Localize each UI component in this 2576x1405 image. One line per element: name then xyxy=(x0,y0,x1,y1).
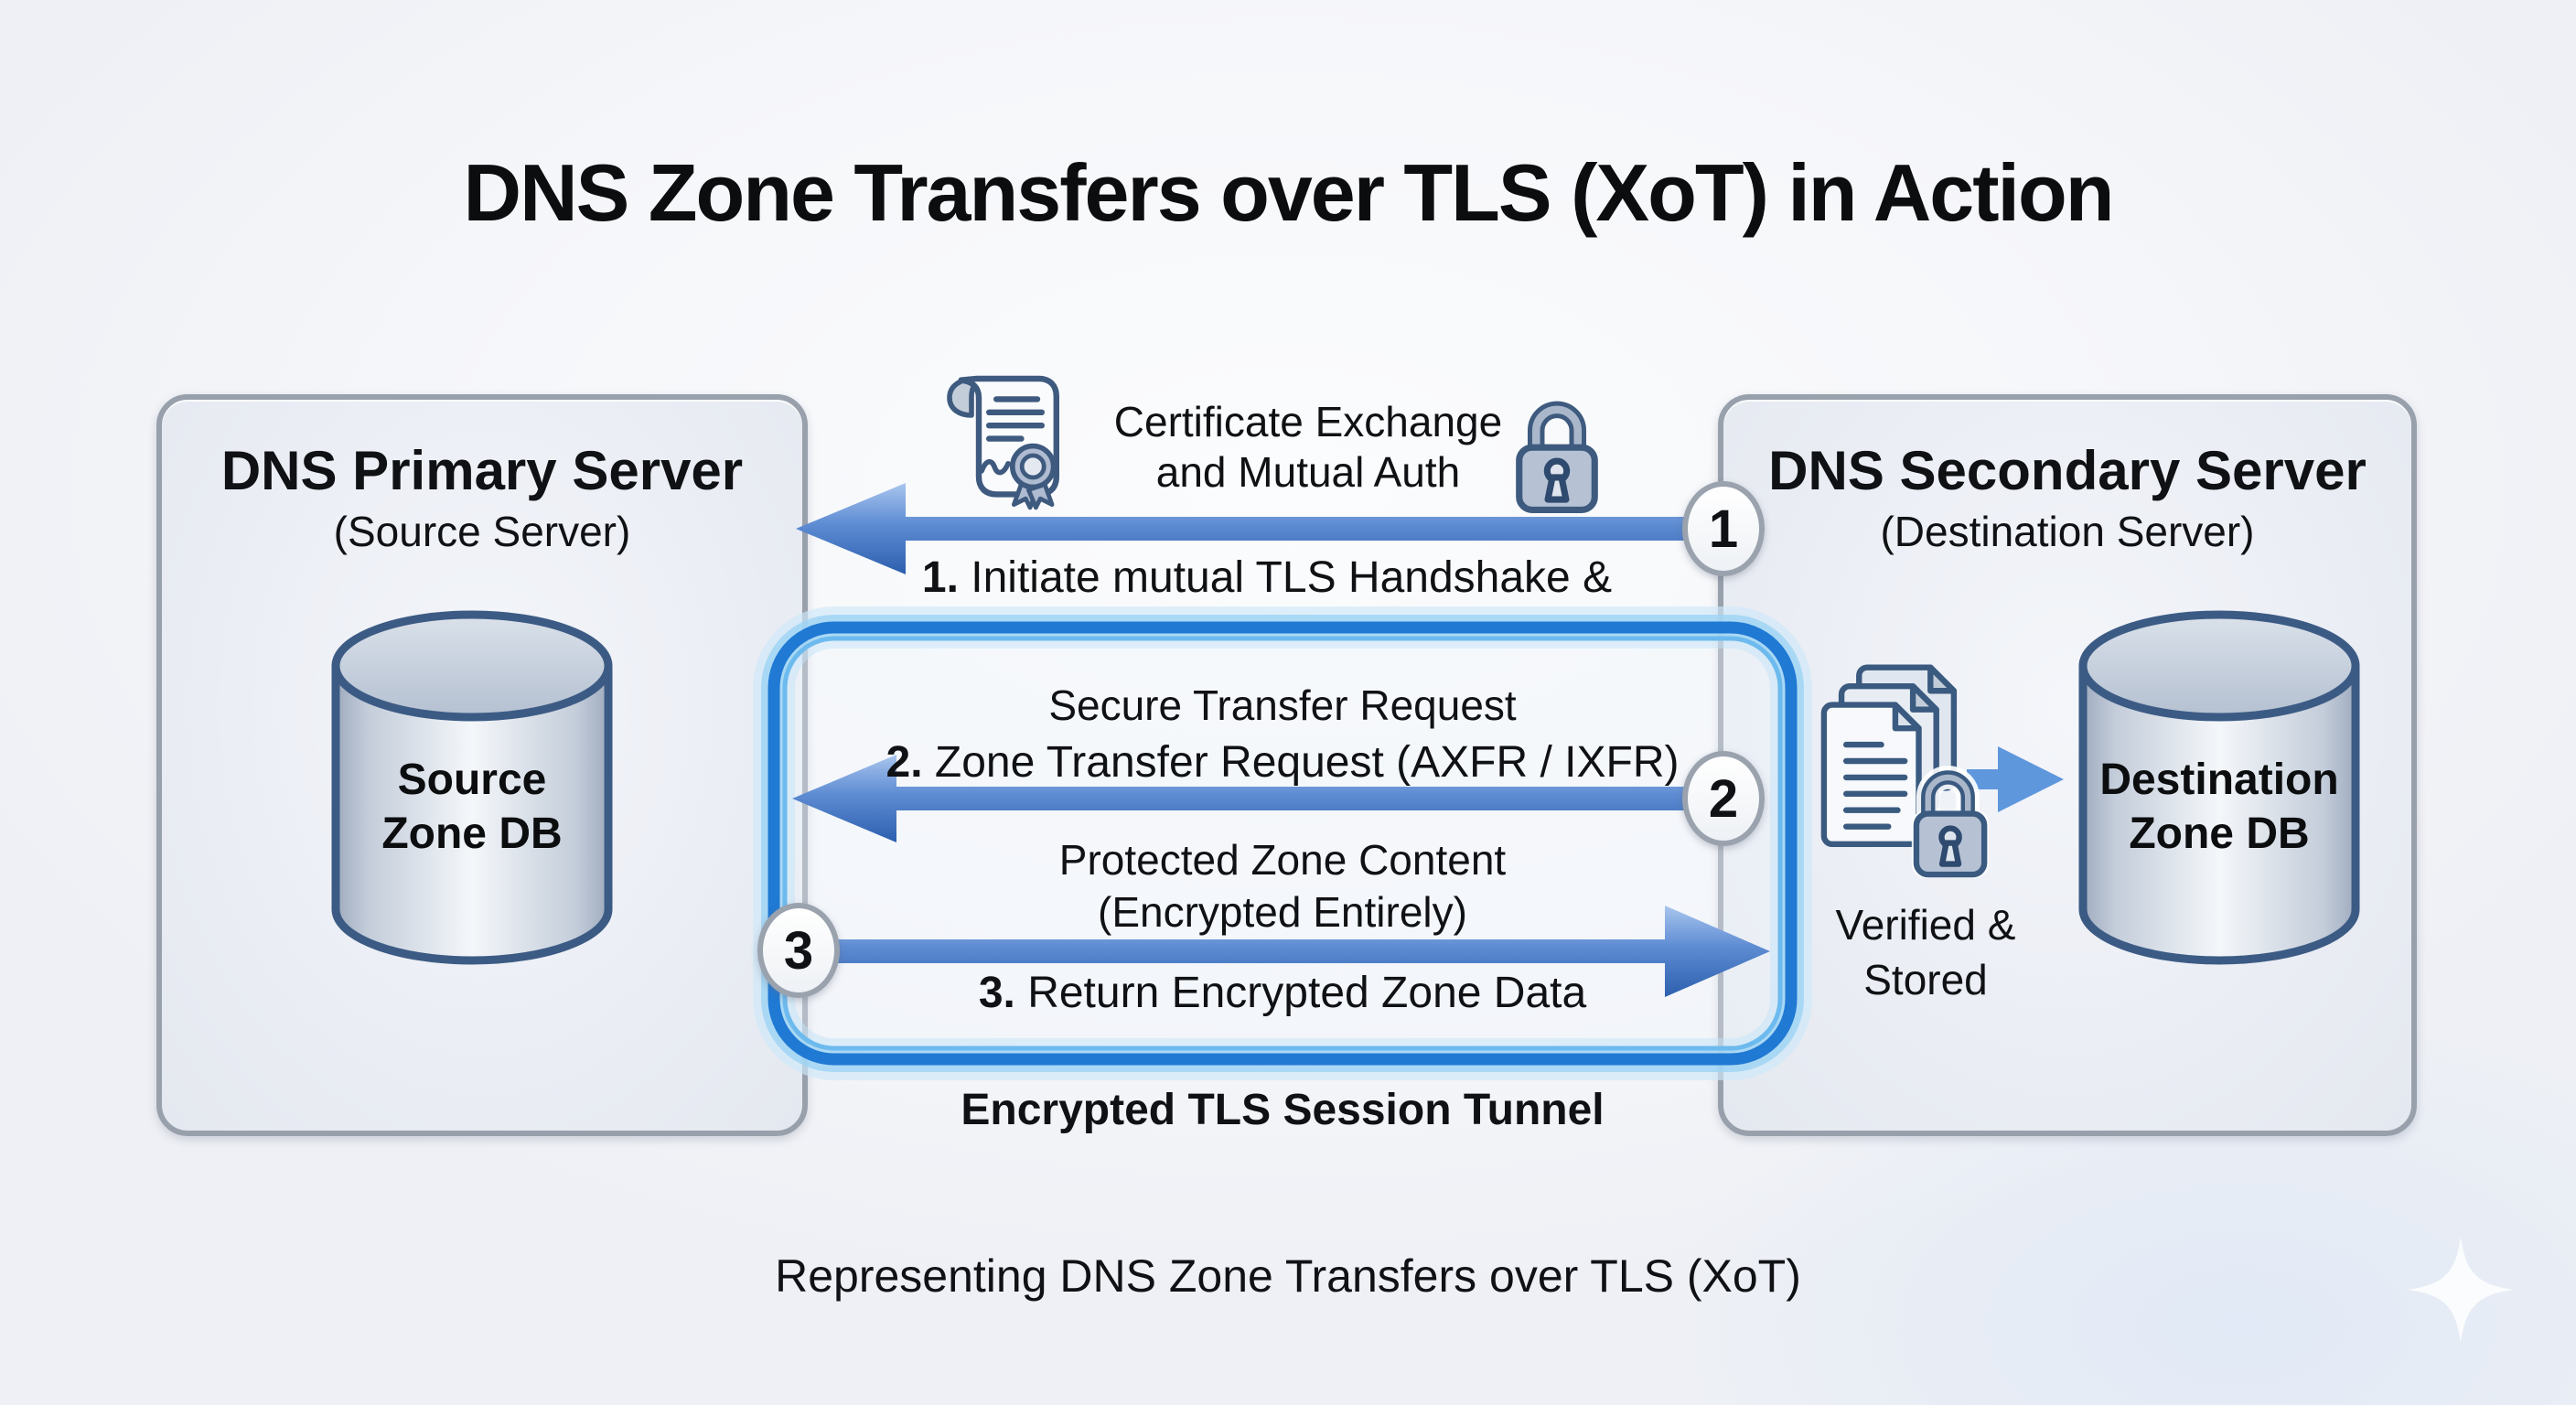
certificate-exchange-line2: and Mutual Auth xyxy=(1155,448,1461,497)
step-1-label: 1. Initiate mutual TLS Handshake & xyxy=(805,552,1729,603)
step-2-number: 2 xyxy=(1708,768,1739,829)
step-2-prefix: 2. xyxy=(886,738,923,787)
secondary-server-subtitle: (Destination Server) xyxy=(1880,508,2255,555)
source-db-line1: Source xyxy=(397,756,547,804)
step-3-label: 3. Return Encrypted Zone Data xyxy=(825,968,1740,1018)
verified-line1: Verified & xyxy=(1835,901,2016,949)
step-2-label: 2. Zone Transfer Request (AXFR / IXFR) xyxy=(789,737,1776,788)
arrow-step1-left xyxy=(796,483,1723,574)
certificate-exchange-label: Certificate Exchange and Mutual Auth xyxy=(1079,397,1537,498)
database-cylinder-icon xyxy=(331,610,613,965)
page-title: DNS Zone Transfers over TLS (XoT) in Act… xyxy=(463,147,2115,238)
step-1-badge: 1 xyxy=(1682,481,1765,576)
sparkle-icon xyxy=(2408,1237,2514,1343)
arrow-verified-to-db xyxy=(1967,746,2064,812)
secure-transfer-request-label: Secure Transfer Request xyxy=(1048,681,1517,729)
tunnel-label: Encrypted TLS Session Tunnel xyxy=(961,1086,1605,1134)
source-db-line2: Zone DB xyxy=(381,809,563,858)
destination-db-label: Destination Zone DB xyxy=(2073,754,2366,861)
database-cylinder-icon xyxy=(2078,610,2360,965)
destination-db-line2: Zone DB xyxy=(2129,809,2310,858)
certificate-icon xyxy=(947,375,1059,510)
lock-on-documents xyxy=(1911,766,1990,878)
source-db-label: Source Zone DB xyxy=(326,754,618,861)
step-2-badge: 2 xyxy=(1682,751,1765,846)
step-3-text: Return Encrypted Zone Data xyxy=(1027,969,1587,1017)
protected-zone-line2: (Encrypted Entirely) xyxy=(1098,888,1467,937)
primary-server-title: DNS Primary Server xyxy=(220,440,744,501)
step-3-badge: 3 xyxy=(757,903,840,998)
step-3-prefix: 3. xyxy=(978,969,1015,1017)
step-1-text: Initiate mutual TLS Handshake & xyxy=(971,553,1613,602)
secondary-server-title: DNS Secondary Server xyxy=(1768,440,2367,501)
certificate-exchange-line1: Certificate Exchange xyxy=(1113,398,1503,445)
destination-db-line1: Destination xyxy=(2099,756,2339,804)
padlock-icon xyxy=(1516,401,1598,514)
document-stack xyxy=(1820,664,1958,848)
arrow-step3-right xyxy=(832,906,1770,997)
verified-stored-label: Verified & Stored xyxy=(1779,898,2072,1008)
arrow-step2-left xyxy=(792,755,1723,842)
step-1-number: 1 xyxy=(1708,499,1739,559)
diagram-caption: Representing DNS Zone Transfers over TLS… xyxy=(775,1250,1801,1302)
step-3-number: 3 xyxy=(783,920,814,981)
step-2-text: Zone Transfer Request (AXFR / IXFR) xyxy=(934,738,1680,787)
documents-lock-icon xyxy=(1820,664,1990,878)
protected-zone-line1: Protected Zone Content xyxy=(1058,836,1507,884)
protected-zone-content-label: Protected Zone Content (Encrypted Entire… xyxy=(825,834,1740,938)
step-1-prefix: 1. xyxy=(921,553,959,602)
source-zone-db: Source Zone DB xyxy=(326,600,618,977)
destination-zone-db: Destination Zone DB xyxy=(2073,600,2366,977)
verified-line2: Stored xyxy=(1863,955,1988,1003)
primary-server-subtitle: (Source Server) xyxy=(333,508,631,555)
